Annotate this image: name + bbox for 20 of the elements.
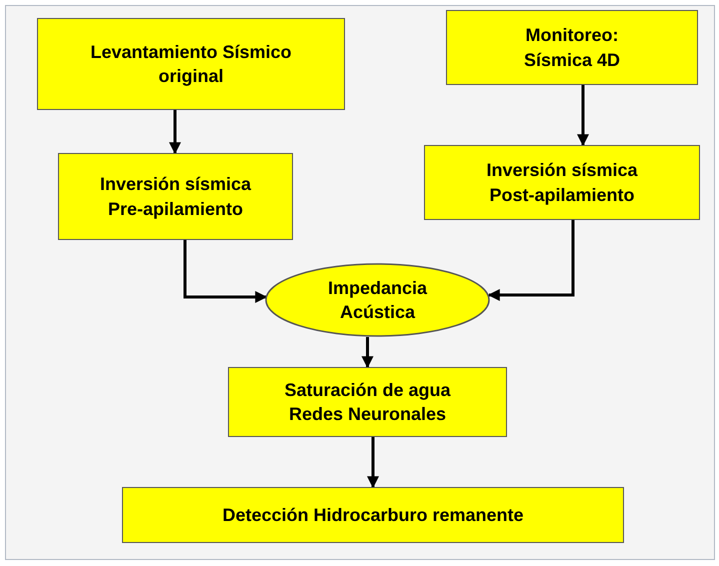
arrow — [488, 220, 574, 301]
process-box — [58, 153, 293, 240]
arrow — [169, 110, 181, 154]
node-label: Inversión sísmica Post-apilamiento — [485, 159, 639, 207]
ellipse-node — [265, 263, 490, 337]
arrow — [184, 240, 268, 303]
process-box — [424, 145, 700, 220]
process-box — [446, 10, 698, 85]
process-box — [37, 18, 345, 110]
node-label: Impedancia Acústica — [326, 276, 428, 324]
node-label: Monitoreo: Sísmica 4D — [522, 24, 622, 72]
arrow — [367, 437, 379, 488]
node-label: Saturación de agua Redes Neuronales — [283, 378, 452, 426]
arrow — [362, 337, 374, 368]
node-label: Inversión sísmica Pre-apilamiento — [98, 173, 252, 221]
node-label: Levantamiento Sísmico original — [89, 40, 293, 88]
process-box — [228, 367, 507, 437]
process-box — [122, 487, 624, 543]
arrow — [577, 85, 589, 146]
node-label: Detección Hidrocarburo remanente — [221, 504, 525, 527]
